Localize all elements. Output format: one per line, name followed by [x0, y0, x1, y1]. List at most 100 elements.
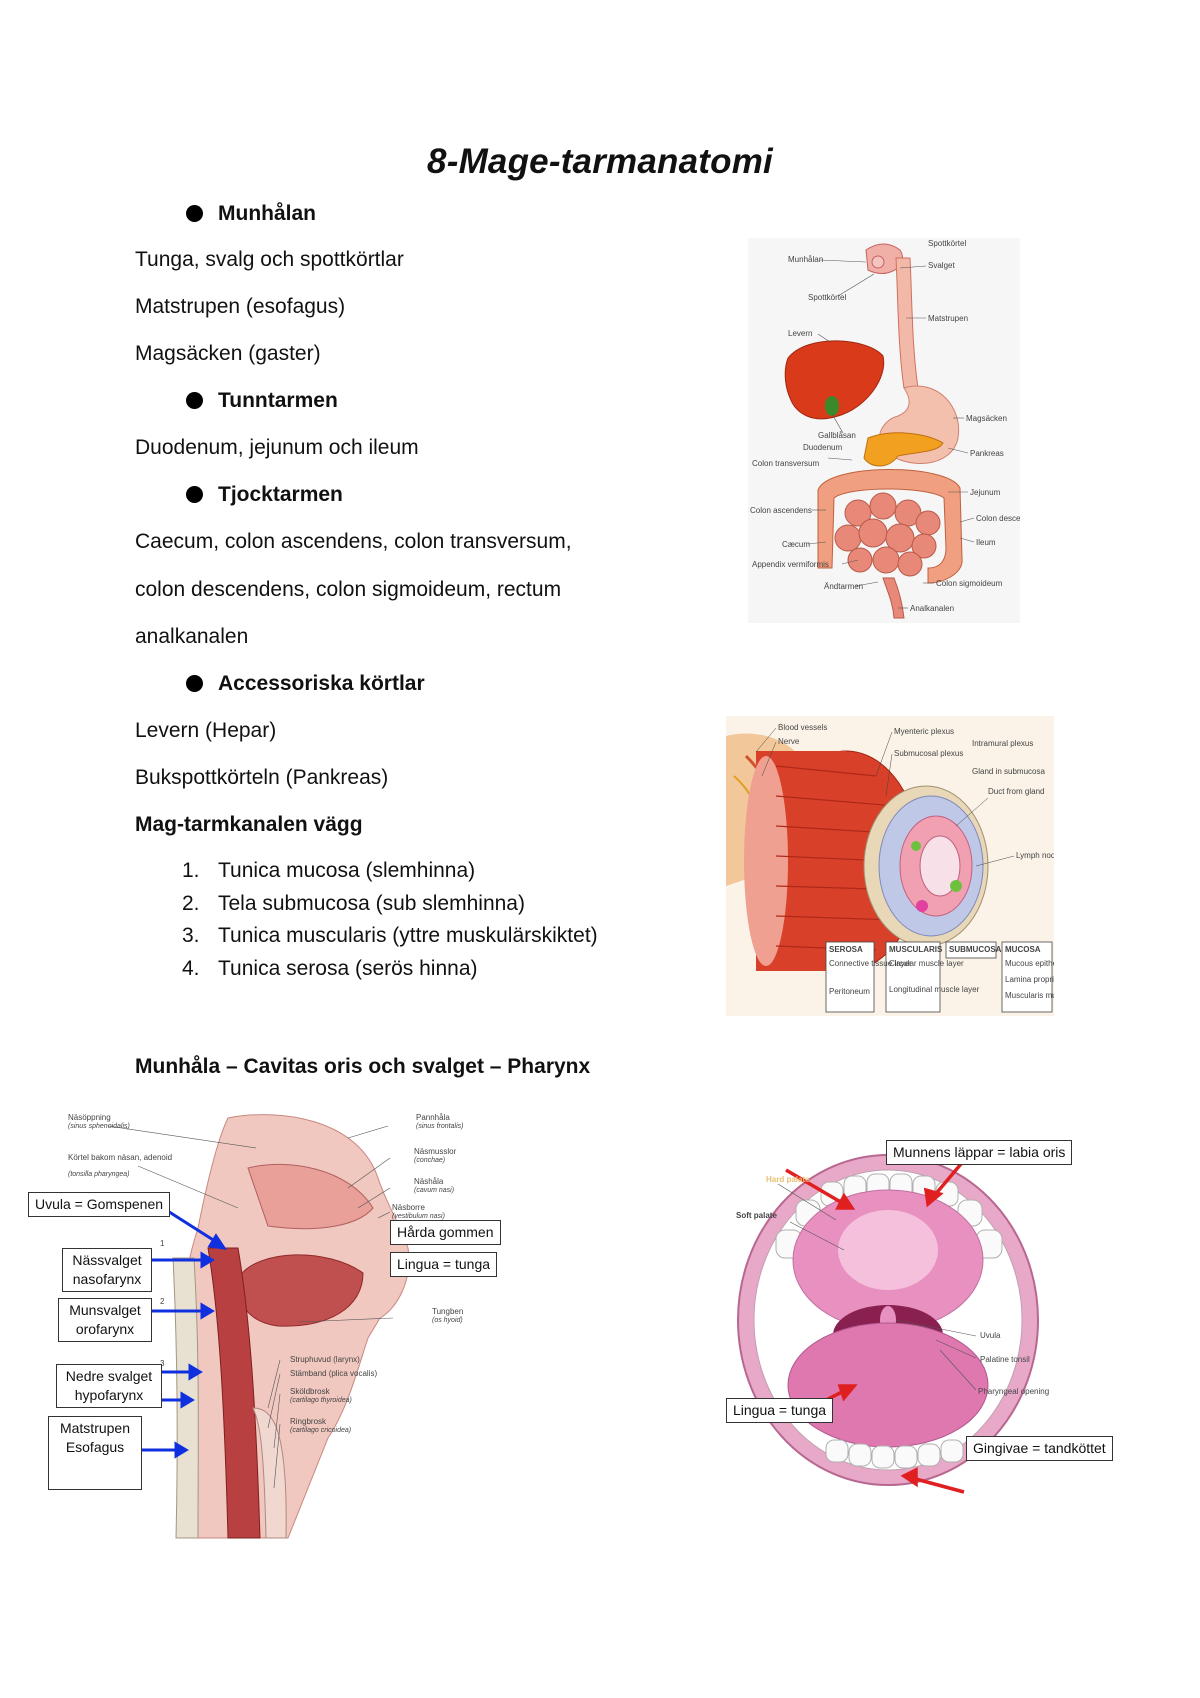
heading-tjocktarmen: Tjocktarmen	[186, 481, 343, 509]
fig-label: MUSCULARIS	[889, 945, 943, 954]
fig-label: Sköldbrosk	[290, 1387, 331, 1396]
fig-label: Hard palate	[766, 1175, 810, 1184]
fig-label: Colon transversum	[752, 459, 819, 468]
fig-label: (sinus sphenoidalis)	[68, 1123, 130, 1130]
fig-label: MUCOSA	[1005, 945, 1041, 954]
heading-tunntarmen: Tunntarmen	[186, 387, 338, 415]
fig-label: Näshåla	[414, 1177, 444, 1186]
fig-label: SEROSA	[829, 945, 863, 954]
fig-label: Spottkörtel	[808, 293, 846, 302]
fig-label: Soft palate	[736, 1211, 777, 1220]
fig-label: Ringbrosk	[290, 1417, 327, 1426]
page-title: 8-Mage-tarmanatomi	[427, 142, 773, 181]
pharynx-figure: Näsöppning (sinus sphenoidalis) Körtel b…	[28, 1108, 508, 1546]
wall-layers-list: 1.Tunica mucosa (slemhinna) 2.Tela submu…	[182, 855, 598, 985]
label-box: Lingua = tunga	[726, 1398, 834, 1423]
heading-munhalan: Munhålan	[186, 200, 316, 228]
fig-label: 1	[160, 1239, 165, 1248]
heading-accessoriska: Accessoriska körtlar	[186, 670, 425, 698]
fig-label: (os hyoid)	[432, 1317, 463, 1324]
text-line: colon descendens, colon sigmoideum, rect…	[135, 578, 562, 601]
fig-label: Körtel bakom näsan, adenoid	[68, 1153, 172, 1162]
fig-label: Colon descendens	[976, 514, 1020, 523]
fig-label: SUBMUCOSA	[949, 945, 1002, 954]
fig-label: (sinus frontalis)	[416, 1123, 463, 1130]
fig-label: (cartilago cricoidea)	[290, 1427, 351, 1434]
fig-label: Levern	[788, 329, 812, 338]
label-box: Gingivae = tandköttet	[966, 1436, 1113, 1461]
fig-label: Muscularis mucosae	[1005, 991, 1054, 1000]
fig-label: Lamina propria	[1005, 975, 1054, 984]
bullet-dot-icon	[186, 486, 203, 503]
fig-label: Gland in submucosa	[972, 767, 1045, 776]
fig-label: Appendix vermiformis	[752, 560, 829, 569]
wall-columns: SEROSA Connective tissue layer Peritoneu…	[825, 941, 1054, 1013]
fig-label: Myenteric plexus	[894, 727, 954, 736]
fig-label: Stämband (plica vocalis)	[290, 1369, 377, 1378]
fig-label: Submucosal plexus	[894, 749, 963, 758]
fig-label: Näsöppning	[68, 1113, 111, 1122]
heading-vagg: Mag-tarmkanalen vägg	[135, 813, 363, 836]
fig-label: Tungben	[432, 1307, 463, 1316]
bullet-dot-icon	[186, 392, 203, 409]
fig-label: Duodenum	[803, 443, 842, 452]
fig-label: Nerve	[778, 737, 800, 746]
text-line: Matstrupen (esofagus)	[135, 295, 346, 318]
fig-label: Svalget	[928, 261, 955, 270]
fig-label: Pharyngeal opening	[978, 1387, 1049, 1396]
label-box: Uvula = Gomspenen	[28, 1192, 171, 1217]
fig-label: Connective tissue layer	[829, 959, 912, 968]
bullet-dot-icon	[186, 205, 203, 222]
fig-label: Blood vessels	[778, 723, 827, 732]
fig-label: Spottkörtel	[928, 239, 966, 248]
fig-label: Uvula	[980, 1331, 1001, 1340]
digestive-labels: Spottkörtel Munhålan Svalget Spottkörtel…	[750, 239, 1020, 613]
fig-label: Pankreas	[970, 449, 1004, 458]
label-box: Hårda gommen	[390, 1220, 501, 1245]
fig-label: Colon sigmoideum	[936, 579, 1003, 588]
fig-label: Ileum	[976, 538, 996, 547]
intestinal-wall-figure: Blood vessels Nerve Myenteric plexus Sub…	[726, 716, 1054, 1016]
text-line: Caecum, colon ascendens, colon transvers…	[135, 530, 572, 553]
pharynx-small-labels: Näsöppning (sinus sphenoidalis) Körtel b…	[68, 1113, 463, 1434]
fig-label: Lymph nodule	[1016, 851, 1054, 860]
text-line: Tunga, svalg och spottkörtlar	[135, 248, 404, 271]
bullet-dot-icon	[186, 675, 203, 692]
fig-label: Pannhåla	[416, 1113, 450, 1122]
text-line: Bukspottkörteln (Pankreas)	[135, 766, 389, 789]
list-item: 1.Tunica mucosa (slemhinna)	[182, 859, 476, 882]
fig-label: Duct from gland	[988, 787, 1044, 796]
text-line: analkanalen	[135, 625, 249, 648]
list-item: 2.Tela submucosa (sub slemhinna)	[182, 891, 525, 915]
fig-label: Matstrupen	[928, 314, 968, 323]
fig-label: Munhålan	[788, 255, 823, 264]
fig-label: (conchae)	[414, 1157, 445, 1164]
fig-label: Ändtarmen	[824, 582, 863, 591]
fig-label: Näsmusslor	[414, 1147, 457, 1156]
fig-label: Cæcum	[782, 540, 810, 549]
fig-label: Analkanalen	[910, 604, 954, 613]
fig-label: Circular muscle layer	[889, 959, 964, 968]
fig-label: (cartilago thyroidea)	[290, 1397, 352, 1404]
fig-label: (cavum nasi)	[414, 1187, 454, 1194]
fig-label: Struphuvud (larynx)	[290, 1355, 360, 1364]
fig-label: Magsäcken	[966, 414, 1007, 423]
fig-label: Jejunum	[970, 488, 1001, 497]
label-box: Munnens läppar = labia oris	[886, 1140, 1073, 1165]
digestive-system-figure: Spottkörtel Munhålan Svalget Spottkörtel…	[748, 238, 1020, 623]
label-box: Lingua = tunga	[390, 1252, 498, 1277]
list-item: 4.Tunica serosa (serös hinna)	[182, 956, 478, 980]
fig-label: Longitudinal muscle layer	[889, 985, 980, 994]
fig-label: Gallblåsan	[818, 431, 856, 440]
fig-label: Colon ascendens	[750, 506, 812, 515]
mouth-figure: Hard palate Soft palate Uvula Palatine t…	[726, 1140, 1166, 1500]
fig-label: Mucous epithelium	[1005, 959, 1054, 968]
text-line: Levern (Hepar)	[135, 719, 277, 742]
fig-label: (vestibulum nasi)	[392, 1213, 445, 1220]
fig-label: Intramural plexus	[972, 739, 1033, 748]
fig-label: Palatine tonsil	[980, 1355, 1030, 1364]
